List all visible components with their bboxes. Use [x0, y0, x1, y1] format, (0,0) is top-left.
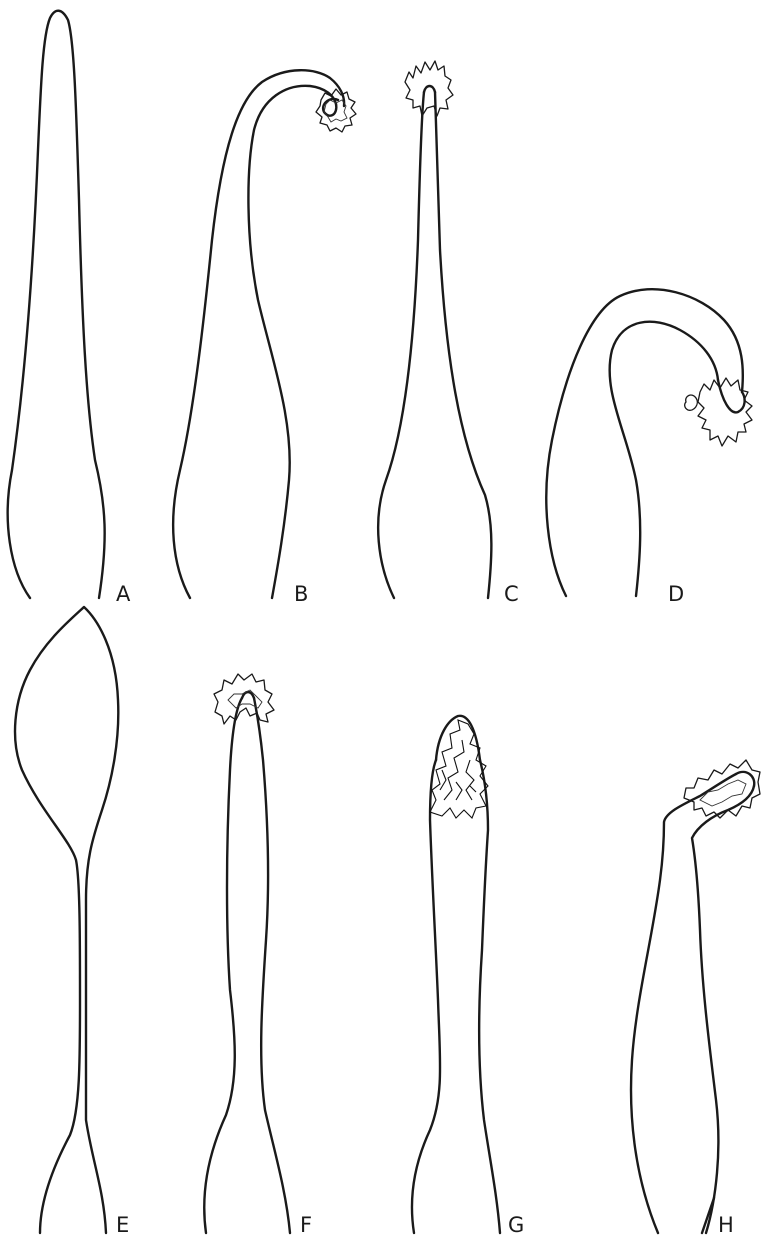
panel-f-inner-outline [254, 698, 290, 1233]
panel-e-label: E [116, 1213, 129, 1237]
panel-a: A [8, 11, 131, 606]
panel-f-stigma [214, 674, 274, 724]
panel-f-stigma-inner [228, 690, 262, 708]
panel-b-outline [173, 70, 344, 598]
panel-f-outline [204, 698, 242, 1233]
panel-e: E [15, 607, 129, 1237]
panel-d-stigma-lobe [685, 395, 698, 410]
panel-h-label: H [718, 1213, 734, 1237]
panel-h-inner-outline [692, 786, 754, 1233]
panel-h-outline [631, 774, 736, 1233]
panel-d: D [546, 289, 752, 606]
panel-c-tip [424, 86, 435, 92]
panel-b-inner-outline [248, 86, 336, 598]
panel-c-inner-outline [435, 92, 491, 598]
panel-d-label: D [668, 582, 684, 606]
panel-f: F [204, 674, 312, 1237]
panel-h: H [631, 760, 760, 1237]
panel-g: G [412, 716, 524, 1237]
panel-c-stigma [405, 61, 453, 116]
panel-c: C [378, 61, 519, 606]
panel-g-stigma-mass [430, 720, 488, 818]
panel-f-label: F [300, 1213, 312, 1237]
panel-c-outline [378, 92, 424, 598]
panel-g-label: G [508, 1213, 524, 1237]
panel-g-outline [412, 760, 440, 1233]
panel-g-stigma-texture [440, 740, 476, 800]
panel-h-stigma [684, 760, 760, 818]
panel-a-label: A [116, 582, 131, 606]
panel-b: B [173, 70, 356, 606]
panel-d-inner-outline [610, 322, 718, 596]
panel-h-stigma-inner [700, 780, 746, 806]
panel-d-outline [546, 289, 743, 596]
panel-a-outline [8, 11, 105, 598]
panel-g-inner-outline [479, 760, 500, 1233]
panel-c-label: C [504, 582, 519, 606]
panel-e-outline [15, 607, 118, 1233]
panel-b-label: B [294, 582, 308, 606]
panel-d-stigma [698, 378, 752, 446]
